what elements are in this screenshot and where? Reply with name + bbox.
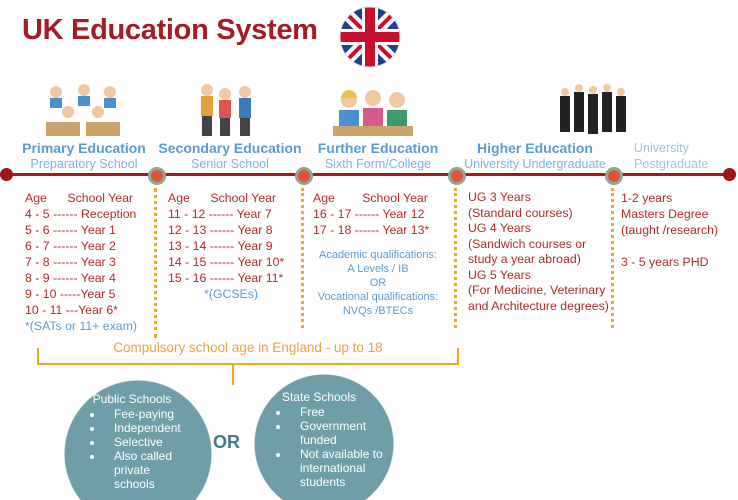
qual-line: Vocational qualifications: [317,291,439,303]
postgrad-row: 1-2 years [621,191,673,205]
qual-line: OR [369,277,387,289]
further-heading: Further Education [317,140,439,156]
page-title: UK Education System [22,14,318,46]
secondary-heading: Secondary Education [158,140,302,156]
primary-row: 7 - 8 ------ Year 3 [25,255,116,269]
timeline-marker [448,167,466,185]
state-schools-title: State Schools [281,390,357,404]
secondary-row: 11 - 12 ------ Year 7 [168,207,272,221]
secondary-note: *(GCSEs) [204,287,258,301]
public-schools-item: Fee-paying [104,407,212,421]
qual-line: NVQs /BTECs [342,305,414,317]
timeline [6,173,728,176]
primary-row: 6 - 7 ------ Year 2 [25,239,116,253]
further-qualifications: Academic qualifications: A Levels / IB O… [308,248,448,318]
bracket-stem [232,365,234,385]
further-students-illustration [333,90,413,136]
compulsory-bracket [37,348,459,365]
further-row: 17 - 18 ------ Year 13* [313,223,430,237]
secondary-row: 13 - 14 ------ Year 9 [168,239,273,253]
state-schools-item: Not available to international students [290,447,392,489]
secondary-row: 14 - 15 ------ Year 10* [168,255,285,269]
divider [454,188,457,328]
state-schools-item: Government funded [290,419,370,447]
public-schools-item: Independent [104,421,212,435]
secondary-row: 12 - 13 ------ Year 8 [168,223,273,237]
or-label: OR [213,432,240,452]
state-schools-circle: State Schools Free Government funded Not… [254,374,394,500]
timeline-end-dot [723,168,736,181]
higher-row: (Sandwich courses or [468,236,587,251]
higher-row: UG 5 Years [468,267,531,282]
primary-pupils-illustration [46,84,120,136]
divider [301,188,304,328]
secondary-years: Age School Year 11 - 12 ------ Year 7 12… [168,190,284,302]
secondary-row: 15 - 16 ------ Year 11* [168,271,284,285]
secondary-subheading: Senior School [191,157,269,171]
higher-heading: Higher Education [477,140,593,156]
timeline-marker [148,167,166,185]
postgrad-years: 1-2 years Masters Degree (taught /resear… [621,190,718,270]
primary-row: 10 - 11 ---Year 6* [25,303,118,317]
further-years: Age School Year 16 - 17 ------ Year 12 1… [313,190,429,238]
secondary-header: Age School Year [168,191,277,205]
qual-line: Academic qualifications: [318,249,437,261]
qual-line: A Levels / IB [347,263,409,275]
timeline-marker [605,167,623,185]
public-schools-title: Public Schools [92,392,172,406]
public-schools-item: Also called private schools [104,449,184,491]
higher-row: and Architecture degrees) [468,298,609,313]
public-schools-circle: Public Schools Fee-paying Independent Se… [64,380,212,500]
postgrad-row: 3 - 5 years PHD [621,255,709,269]
primary-header: Age School Year [25,191,134,205]
compulsory-age-label: Compulsory school age in England - up to… [113,340,383,355]
postgrad-subheading: Postgraduate [634,157,709,171]
divider [154,188,157,338]
higher-row: UG 3 Years [468,190,531,204]
postgrad-row: (taught /research) [621,223,719,237]
postgrad-row: Masters Degree [621,207,709,221]
secondary-students-illustration [201,84,251,136]
divider [611,188,614,328]
primary-years: Age School Year 4 - 5 ------ Reception 5… [25,190,137,334]
spacer [621,238,718,254]
union-jack-flag-icon [339,6,401,68]
primary-row: 5 - 6 ------ Year 1 [25,223,116,237]
primary-row: 9 - 10 -----Year 5 [25,287,116,301]
timeline-marker [295,167,313,185]
higher-row: UG 4 Years [468,221,531,235]
primary-subheading: Preparatory School [30,157,138,171]
primary-row: 4 - 5 ------ Reception [25,207,137,221]
graduates-illustration [560,84,626,134]
further-row: 16 - 17 ------ Year 12 [313,207,425,221]
primary-row: 8 - 9 ------ Year 4 [25,271,116,285]
higher-row: (For Medicine, Veterinary [468,283,606,297]
postgrad-heading: University [634,141,689,155]
public-schools-item: Selective [104,435,212,449]
primary-heading: Primary Education [22,140,146,156]
state-schools-item: Free [290,405,394,419]
timeline-start-dot [0,168,13,181]
further-header: Age School Year [313,191,428,205]
primary-note: *(SATs or 11+ exam) [25,319,137,333]
further-subheading: Sixth Form/College [324,157,432,171]
higher-row: (Standard courses) [468,205,573,220]
higher-subheading: University Undergraduate [464,157,606,171]
higher-years: UG 3 Years (Standard courses) UG 4 Years… [468,190,609,314]
higher-row: study a year abroad) [468,252,581,266]
